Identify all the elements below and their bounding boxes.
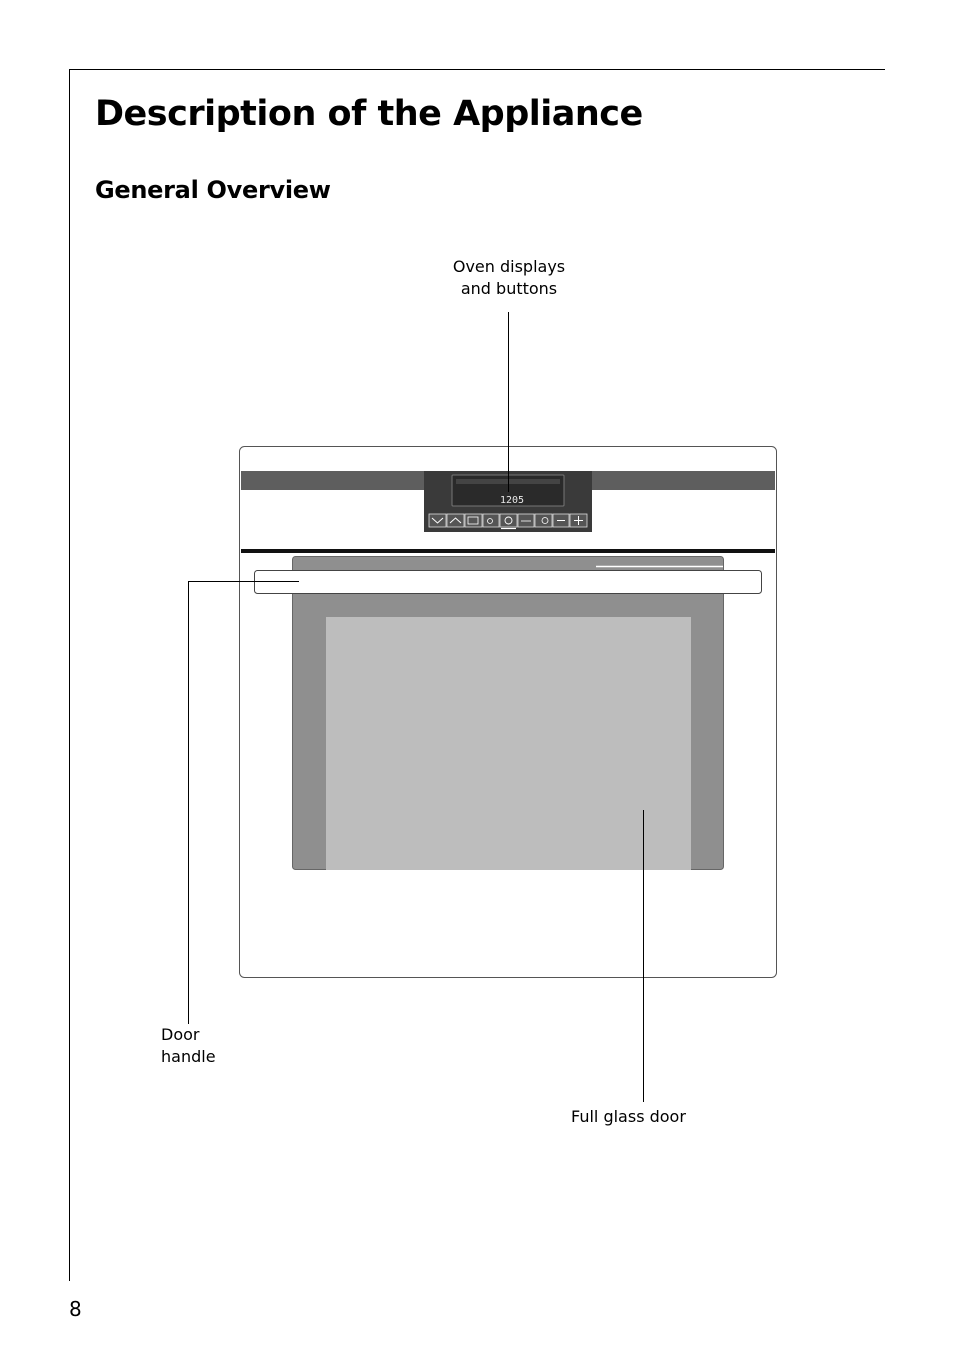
top-rule — [69, 69, 885, 70]
glass-pane — [326, 617, 691, 870]
clock-icon — [534, 513, 553, 528]
probe-icon — [482, 513, 500, 528]
label-door-handle: Door handle — [161, 1025, 216, 1066]
left-rule — [69, 69, 70, 1281]
display-readout: 1205 — [500, 495, 524, 506]
temperature-icon — [517, 513, 535, 528]
down-button-icon — [428, 513, 447, 528]
door-top-edge — [241, 549, 775, 553]
page-title: Description of the Appliance — [95, 94, 643, 134]
door-handle — [254, 570, 762, 594]
chevron-down-icon — [431, 517, 444, 524]
up-button-icon — [446, 513, 465, 528]
control-buttons — [428, 513, 588, 530]
chevron-up-icon — [449, 517, 462, 524]
label-oven-displays: Oven displays and buttons — [452, 257, 566, 298]
page-number: 8 — [69, 1297, 82, 1321]
power-button-icon — [499, 513, 518, 528]
oven-function-icon — [464, 513, 483, 528]
section-title: General Overview — [95, 176, 331, 204]
label-full-glass-door: Full glass door — [571, 1107, 686, 1126]
leader-door-handle — [188, 581, 299, 1024]
